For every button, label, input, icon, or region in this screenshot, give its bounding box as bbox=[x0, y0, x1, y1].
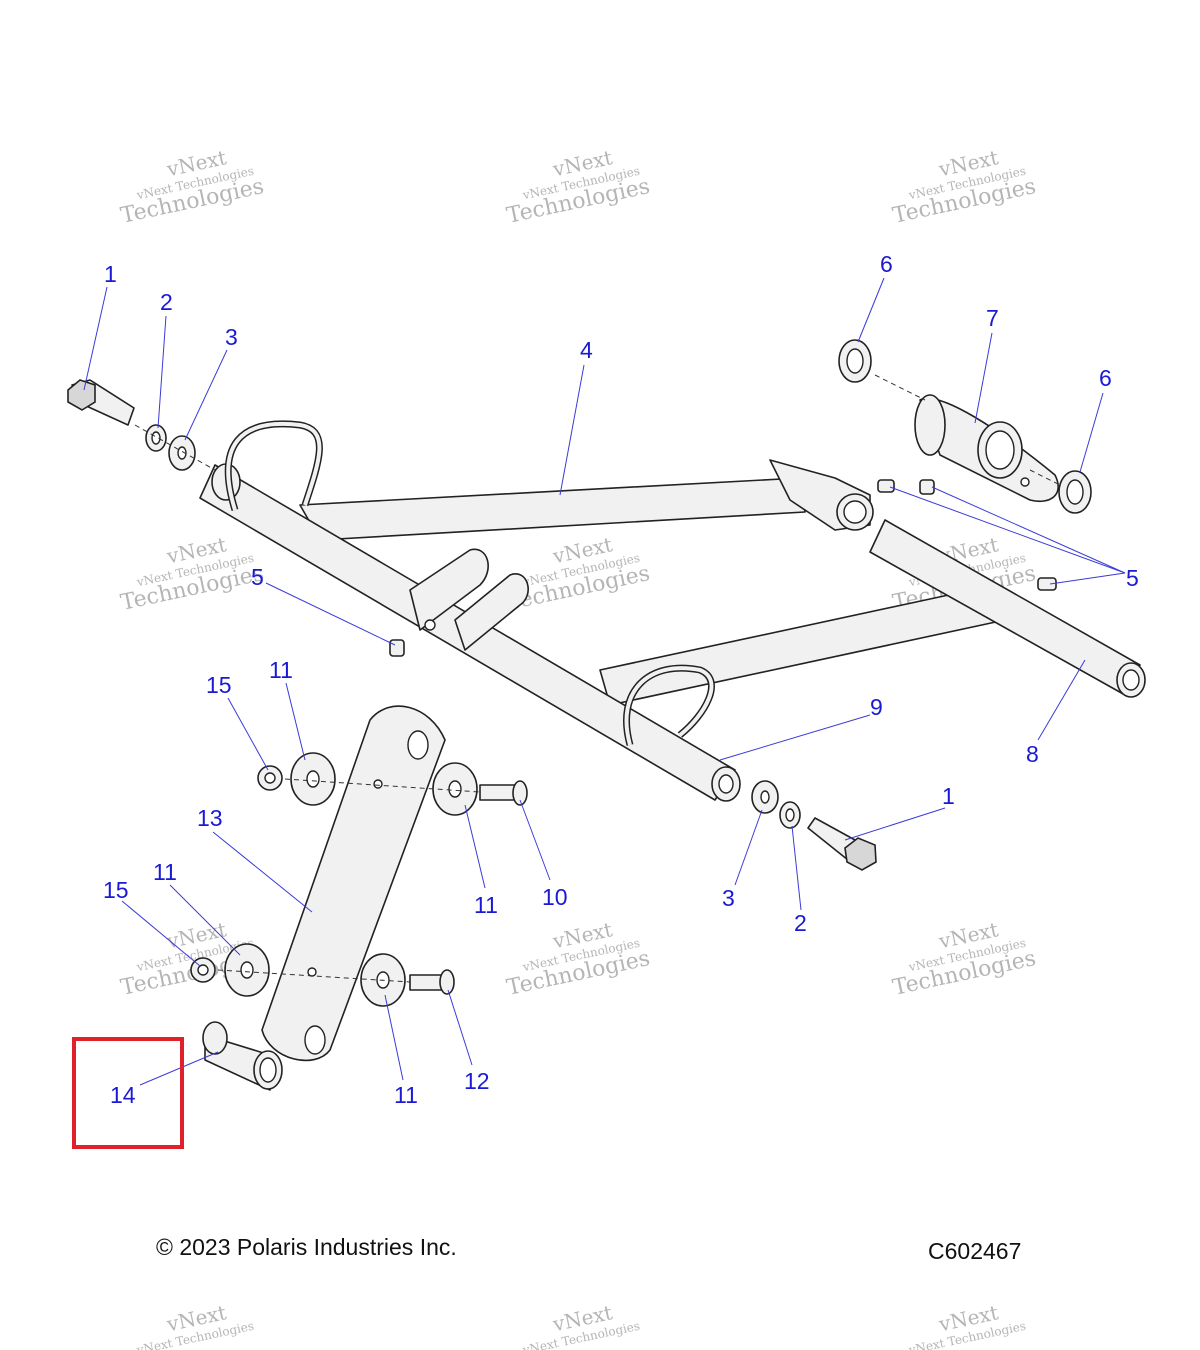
callout-7: 7 bbox=[986, 305, 999, 331]
callout-13: 13 bbox=[197, 805, 223, 831]
shock-tab-1 bbox=[409, 548, 489, 631]
lower-tube bbox=[599, 584, 1006, 706]
callout-5: 5 bbox=[1126, 565, 1139, 591]
nut-15-upper bbox=[257, 765, 283, 791]
callout-11: 11 bbox=[394, 1082, 418, 1108]
callout-11: 11 bbox=[153, 859, 177, 885]
callout-3: 3 bbox=[722, 885, 735, 911]
callout-9: 9 bbox=[870, 694, 883, 720]
bolt-1-bottom bbox=[807, 817, 877, 871]
watermark: vNext vNext Technologies Technologies bbox=[505, 145, 653, 229]
watermark: vNext vNext Technologies Technologies bbox=[119, 145, 267, 229]
watermark: vNext vNext Technologies Technologies bbox=[505, 917, 653, 1001]
grease-fitting bbox=[1037, 577, 1057, 591]
watermark-group: vNext vNext Technologies Technologies vN… bbox=[119, 145, 1039, 1350]
callout-14: 14 bbox=[110, 1082, 136, 1108]
bolt-10 bbox=[479, 780, 528, 806]
grease-fitting bbox=[919, 479, 935, 495]
callout-1: 1 bbox=[942, 783, 955, 809]
callout-15: 15 bbox=[206, 672, 232, 698]
callout-6: 6 bbox=[1099, 365, 1112, 391]
cam-bushing-7 bbox=[914, 394, 1059, 502]
callout-2: 2 bbox=[160, 289, 173, 315]
callout-5: 5 bbox=[251, 564, 264, 590]
grease-fitting bbox=[389, 639, 405, 657]
diagram-code: C602467 bbox=[928, 1238, 1022, 1264]
copyright-notice: © 2023 Polaris Industries Inc. bbox=[156, 1234, 457, 1260]
washer-11-upper-left bbox=[290, 752, 336, 806]
watermark: vNext vNext Technologies Technologies bbox=[891, 917, 1039, 1001]
tube-bore bbox=[843, 500, 867, 524]
bolt-1-top bbox=[67, 379, 135, 426]
bolt-12 bbox=[409, 969, 455, 995]
callout-15: 15 bbox=[103, 877, 129, 903]
callout-11: 11 bbox=[269, 657, 293, 683]
main-tube-bore bbox=[718, 774, 734, 794]
grease-fitting bbox=[877, 479, 895, 493]
sleeve-14 bbox=[202, 1021, 283, 1091]
callout-14-highlight-box bbox=[72, 1037, 184, 1149]
callout-10: 10 bbox=[542, 884, 568, 910]
callout-12: 12 bbox=[464, 1068, 490, 1094]
pivot-bore bbox=[1122, 669, 1140, 691]
callout-8: 8 bbox=[1026, 741, 1039, 767]
callout-1: 1 bbox=[104, 261, 117, 287]
watermark: vNext vNext Technologies Technologies bbox=[891, 145, 1039, 229]
callout-11: 11 bbox=[474, 892, 498, 918]
leader-lines bbox=[83, 277, 1126, 1086]
watermark: vNext vNext Technologies bbox=[135, 1300, 255, 1350]
watermark: vNext vNext Technologies bbox=[521, 1300, 641, 1350]
callout-6: 6 bbox=[880, 251, 893, 277]
callout-3: 3 bbox=[225, 324, 238, 350]
washer-11-lower-left bbox=[224, 943, 270, 997]
shock-tab-2 bbox=[454, 573, 529, 651]
callout-2: 2 bbox=[794, 910, 807, 936]
callout-labels: 1 2 3 4 6 7 6 5 5 15 11 9 8 1 13 11 15 1… bbox=[103, 251, 1139, 1108]
a-arm-assembly bbox=[199, 420, 1146, 802]
upper-tube bbox=[299, 477, 806, 541]
callout-4: 4 bbox=[580, 337, 593, 363]
watermark: vNext vNext Technologies Technologies bbox=[119, 532, 267, 616]
watermark: vNext vNext Technologies bbox=[907, 1300, 1027, 1350]
tab-hole bbox=[424, 619, 436, 631]
shock-link-13 bbox=[261, 705, 446, 1062]
